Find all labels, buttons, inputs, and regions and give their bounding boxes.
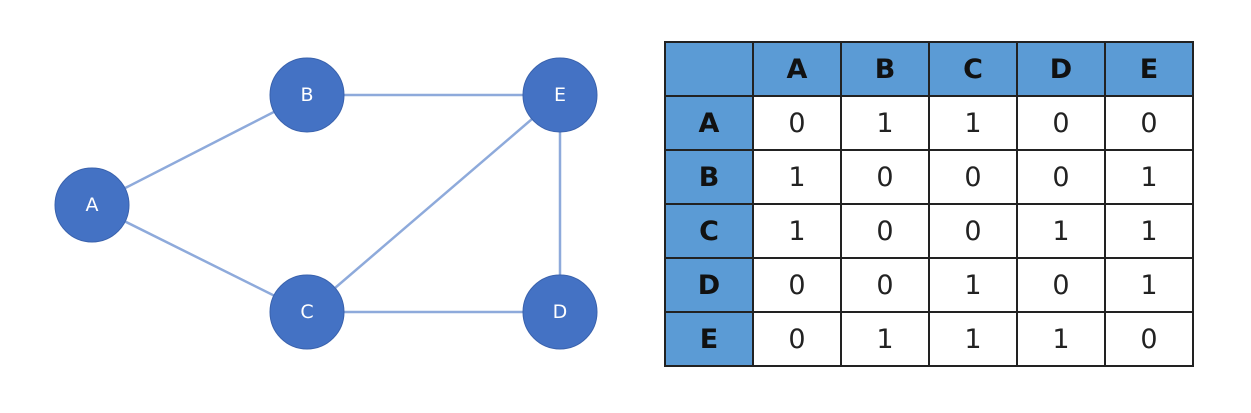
matrix-cell: 0 [1016,95,1106,151]
matrix-cell: 0 [840,149,930,205]
matrix-cell: 1 [928,311,1018,367]
matrix-cell: 0 [752,257,842,313]
matrix-cell: 1 [928,257,1018,313]
node-a-label: A [86,194,99,216]
matrix-cell: 0 [752,95,842,151]
matrix-row-d: D 0 0 1 0 1 [664,257,1194,313]
matrix-cell: 1 [840,311,930,367]
node-b-label: B [300,84,313,106]
matrix-cell: 0 [1016,257,1106,313]
node-c-circle [269,274,345,350]
matrix-cell: 0 [752,311,842,367]
matrix-row-b: B 1 0 0 0 1 [664,149,1194,205]
matrix-cell: 0 [1104,311,1194,367]
node-d-circle [522,274,598,350]
row-header-e: E [664,311,754,367]
matrix-cell: 0 [840,203,930,259]
row-header-a: A [664,95,754,151]
row-header-b: B [664,149,754,205]
matrix-cell: 1 [1104,203,1194,259]
node-b-circle [269,57,345,133]
graph-nodes: A B C D E [54,57,598,350]
matrix-cell: 1 [1104,257,1194,313]
matrix-cell: 0 [840,257,930,313]
node-e-label: E [554,84,566,106]
node-e: E [522,57,598,133]
matrix-row-a: A 0 1 1 0 0 [664,95,1194,151]
matrix-cell: 1 [752,149,842,205]
column-header-d: D [1016,41,1106,97]
node-c: C [269,274,345,350]
matrix-row-e: E 0 1 1 1 0 [664,311,1194,367]
matrix-cell: 1 [928,95,1018,151]
column-header-e: E [1104,41,1194,97]
edge-a-c [91,203,308,314]
matrix-cell: 1 [1016,203,1106,259]
node-d: D [522,274,598,350]
matrix-cell: 1 [1016,311,1106,367]
matrix-cell: 0 [928,203,1018,259]
node-e-circle [522,57,598,133]
edge-c-e [306,94,561,313]
node-b: B [269,57,345,133]
matrix-cell: 1 [752,203,842,259]
row-header-d: D [664,257,754,313]
matrix-cell: 0 [1104,95,1194,151]
matrix-header-row: A B C D E [664,41,1194,97]
graph-edges [91,93,562,314]
adjacency-matrix: A B C D E A 0 1 1 0 0 B 1 0 0 0 1 C 1 0 … [664,41,1194,367]
row-header-c: C [664,203,754,259]
node-c-label: C [300,301,313,323]
column-header-a: A [752,41,842,97]
column-header-c: C [928,41,1018,97]
node-a-circle [54,167,130,243]
matrix-cell: 1 [840,95,930,151]
matrix-cell: 0 [928,149,1018,205]
edge-a-b [91,93,308,207]
node-a: A [54,167,130,243]
matrix-corner-cell [664,41,754,97]
matrix-row-c: C 1 0 0 1 1 [664,203,1194,259]
node-d-label: D [553,301,568,323]
column-header-b: B [840,41,930,97]
graph-diagram: A B C D E [54,57,598,350]
matrix-cell: 0 [1016,149,1106,205]
matrix-cell: 1 [1104,149,1194,205]
